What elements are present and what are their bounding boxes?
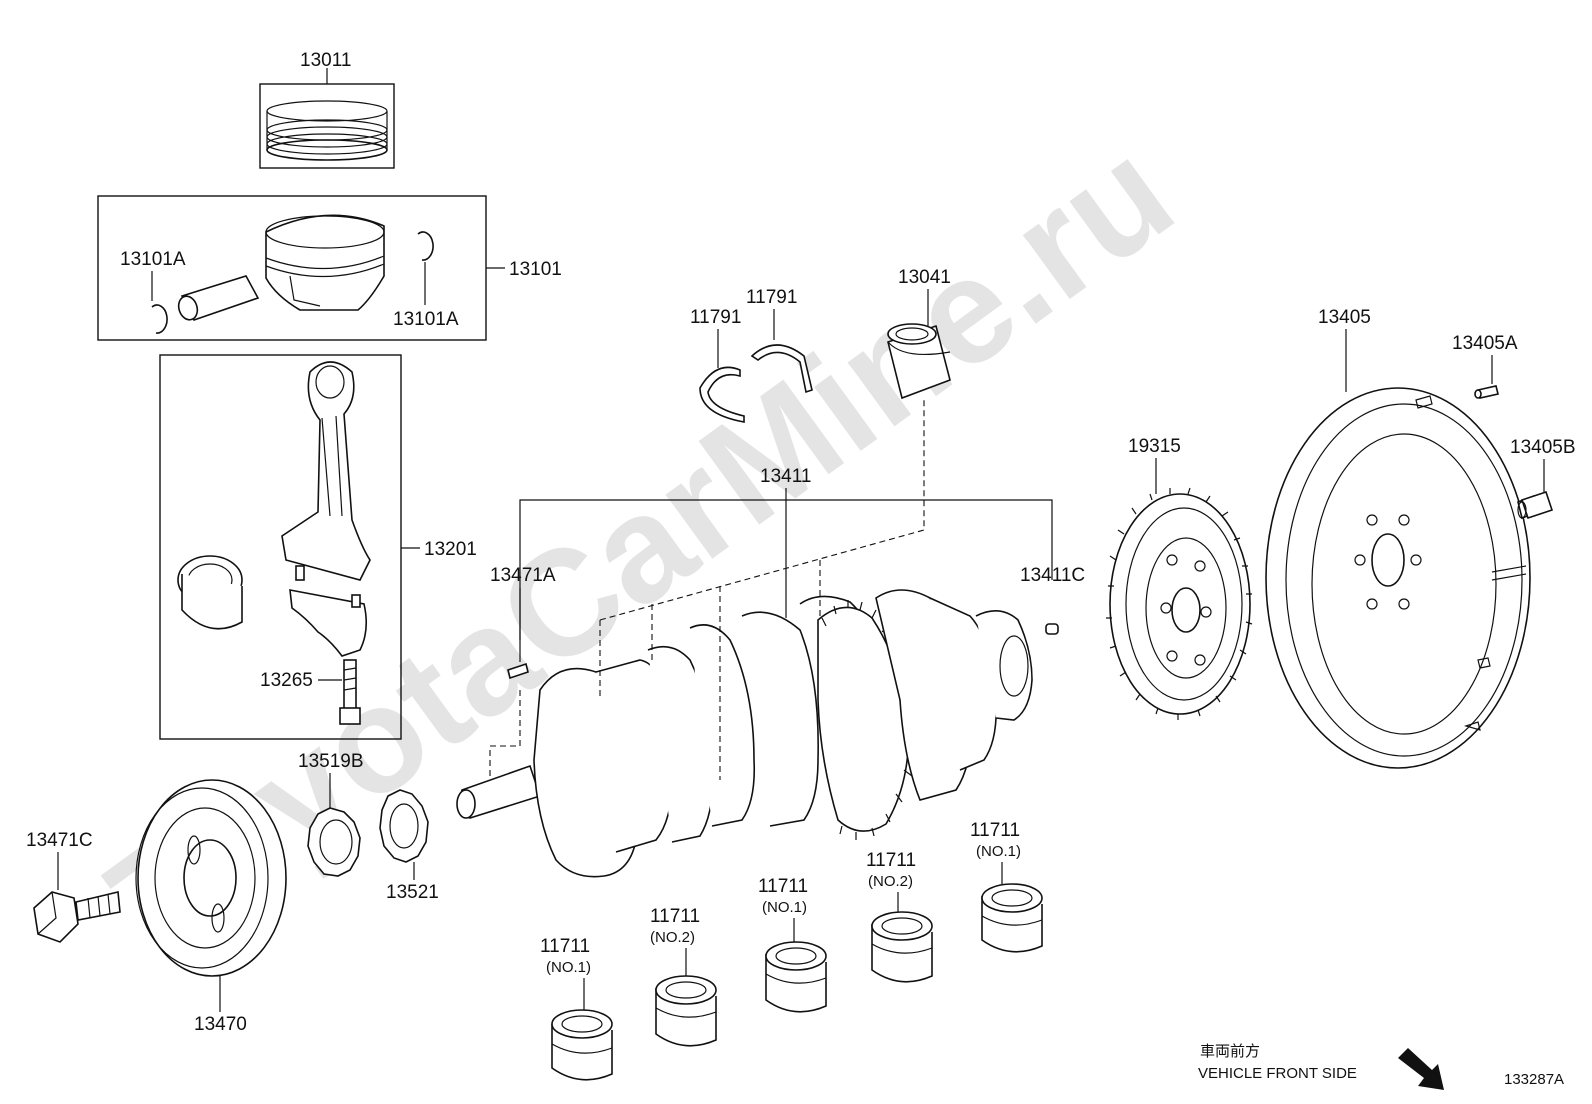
assembly-line-rod xyxy=(599,398,925,621)
label-11711-5: 11711 xyxy=(970,820,1020,841)
connecting-rod-box xyxy=(159,354,402,740)
label-13011: 13011 xyxy=(300,50,351,71)
pulley-bolt[interactable] xyxy=(33,891,121,943)
label-11711-3-sub: (NO.1) xyxy=(762,899,807,916)
label-13411c: 13411C xyxy=(1020,565,1085,586)
drive-plate-pin[interactable] xyxy=(1474,385,1499,399)
snap-ring-left[interactable] xyxy=(151,304,168,334)
main-bearing-2[interactable] xyxy=(655,975,717,1047)
rod-bearing[interactable] xyxy=(177,555,243,630)
label-11711-2: 11711 xyxy=(650,906,700,927)
timing-sprocket-13519b[interactable] xyxy=(307,807,361,877)
bushing-13041[interactable] xyxy=(887,323,951,400)
main-bearing-5[interactable] xyxy=(981,883,1043,953)
label-11791-right: 11791 xyxy=(746,287,797,308)
label-13521: 13521 xyxy=(386,882,439,903)
thrust-washer-left[interactable] xyxy=(699,366,745,423)
diagram-reference: 133287A xyxy=(1504,1071,1564,1088)
label-13101a-right: 13101A xyxy=(393,309,459,330)
label-13405: 13405 xyxy=(1318,307,1371,328)
timing-sprocket-13521[interactable] xyxy=(379,789,429,863)
label-11711-5-sub: (NO.1) xyxy=(976,843,1021,860)
label-13519b: 13519B xyxy=(298,751,364,772)
label-19315: 19315 xyxy=(1128,436,1181,457)
rod-cap[interactable] xyxy=(289,565,368,657)
front-side-english: VEHICLE FRONT SIDE xyxy=(1198,1065,1357,1082)
connecting-rod[interactable] xyxy=(281,361,371,581)
front-side-japanese: 車両前方 xyxy=(1200,1043,1260,1060)
label-13470: 13470 xyxy=(194,1014,247,1035)
main-bearing-4[interactable] xyxy=(871,911,933,983)
snap-ring-right[interactable] xyxy=(417,231,434,261)
crank-key[interactable] xyxy=(507,662,529,680)
assembly-line-front xyxy=(489,690,521,778)
label-13471c: 13471C xyxy=(26,830,93,851)
label-11711-1: 11711 xyxy=(540,936,590,957)
label-13101: 13101 xyxy=(509,259,562,280)
main-bearing-1[interactable] xyxy=(551,1009,613,1081)
label-13201: 13201 xyxy=(424,539,477,560)
front-arrow-icon xyxy=(1398,1048,1444,1090)
label-13411: 13411 xyxy=(760,466,811,487)
label-11791-left: 11791 xyxy=(690,307,741,328)
label-11711-1-sub: (NO.1) xyxy=(546,959,591,976)
main-bearing-3[interactable] xyxy=(765,941,827,1013)
crank-pin[interactable] xyxy=(1045,623,1059,635)
thrust-washer-right[interactable] xyxy=(750,344,813,394)
crank-timing-rotor[interactable] xyxy=(1106,487,1253,720)
crankshaft[interactable] xyxy=(456,589,1033,878)
piston[interactable] xyxy=(265,214,385,311)
label-13041: 13041 xyxy=(898,267,951,288)
drive-plate[interactable] xyxy=(1265,387,1531,769)
drive-plate-bolt[interactable] xyxy=(1517,490,1554,520)
label-13471a: 13471A xyxy=(490,565,556,586)
label-13405b: 13405B xyxy=(1510,437,1576,458)
label-13101a-left: 13101A xyxy=(120,249,186,270)
label-11711-3: 11711 xyxy=(758,876,808,897)
label-11711-4-sub: (NO.2) xyxy=(868,873,913,890)
label-13265: 13265 xyxy=(260,670,313,691)
piston-rings[interactable] xyxy=(266,100,388,161)
piston-pin[interactable] xyxy=(176,275,260,322)
crankshaft-gear xyxy=(817,600,917,840)
label-13405a: 13405A xyxy=(1452,333,1518,354)
rod-bolt[interactable] xyxy=(339,659,361,725)
crankshaft-pulley[interactable] xyxy=(135,779,287,977)
label-11711-4: 11711 xyxy=(866,850,916,871)
label-11711-2-sub: (NO.2) xyxy=(650,929,695,946)
